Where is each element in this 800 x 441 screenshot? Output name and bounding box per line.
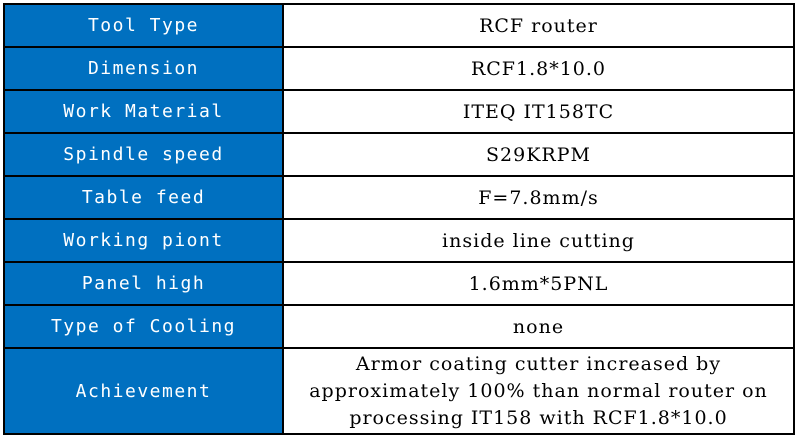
row-label-work-material: Work Material (3, 89, 284, 134)
spec-table: Tool Type RCF router Dimension RCF1.8*10… (3, 3, 795, 435)
table-row: Panel high 1.6mm*5PNL (3, 261, 795, 306)
row-label-type-of-cooling: Type of Cooling (3, 304, 284, 349)
row-value-dimension: RCF1.8*10.0 (282, 46, 795, 91)
row-value-table-feed: F=7.8mm/s (282, 175, 795, 220)
row-label-dimension: Dimension (3, 46, 284, 91)
row-value-working-point: inside line cutting (282, 218, 795, 263)
row-value-spindle-speed: S29KRPM (282, 132, 795, 177)
row-label-tool-type: Tool Type (3, 3, 284, 48)
row-value-achievement: Armor coating cutter increased by approx… (282, 347, 795, 435)
row-value-type-of-cooling: none (282, 304, 795, 349)
table-row: Spindle speed S29KRPM (3, 132, 795, 177)
table-row: Work Material ITEQ IT158TC (3, 89, 795, 134)
table-row: Tool Type RCF router (3, 3, 795, 48)
row-value-work-material: ITEQ IT158TC (282, 89, 795, 134)
row-value-tool-type: RCF router (282, 3, 795, 48)
row-value-panel-high: 1.6mm*5PNL (282, 261, 795, 306)
table-row: Achievement Armor coating cutter increas… (3, 347, 795, 435)
row-label-spindle-speed: Spindle speed (3, 132, 284, 177)
row-label-working-point: Working piont (3, 218, 284, 263)
row-label-table-feed: Table feed (3, 175, 284, 220)
table-row: Table feed F=7.8mm/s (3, 175, 795, 220)
table-row: Dimension RCF1.8*10.0 (3, 46, 795, 91)
table-row: Type of Cooling none (3, 304, 795, 349)
row-label-panel-high: Panel high (3, 261, 284, 306)
table-row: Working piont inside line cutting (3, 218, 795, 263)
row-label-achievement: Achievement (3, 347, 284, 435)
